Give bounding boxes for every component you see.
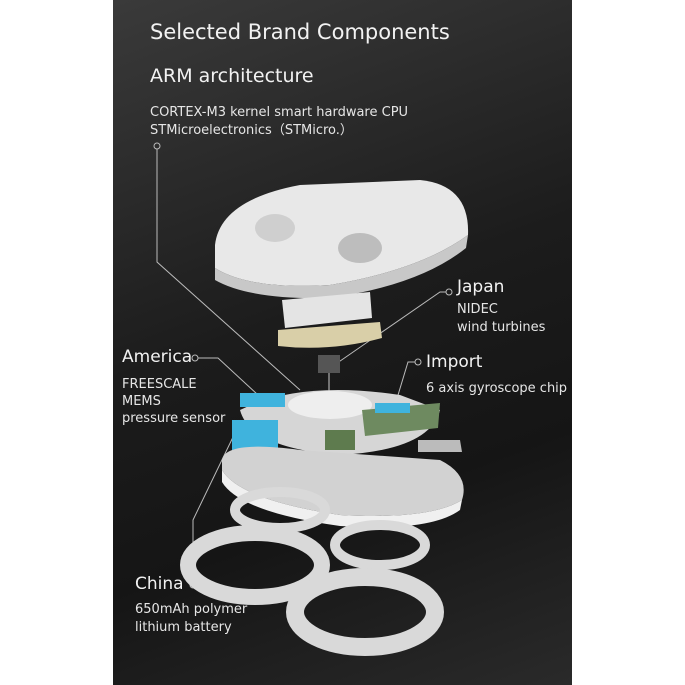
top-shell <box>215 180 469 299</box>
import-heading: Import <box>426 352 483 372</box>
middle-assembly <box>232 390 462 455</box>
japan-line1: NIDEC <box>457 302 498 317</box>
gyroscope-chip <box>375 403 410 413</box>
china-heading: China <box>135 574 184 594</box>
page-title: Selected Brand Components <box>150 20 450 44</box>
arm-heading: ARM architecture <box>150 65 314 87</box>
bottom-shell <box>222 446 464 528</box>
import-line1: 6 axis gyroscope chip <box>426 381 568 396</box>
callout-dot-import <box>414 358 422 366</box>
pressure-sensor-chip <box>240 393 285 407</box>
america-line2: MEMS <box>122 394 161 409</box>
arm-line2: STMicroelectronics（STMicro.） <box>150 123 353 138</box>
callout-line-arm <box>156 149 301 391</box>
callout-line-japan <box>329 291 446 369</box>
america-line1: FREESCALE <box>122 377 197 392</box>
japan-heading: Japan <box>457 277 505 297</box>
callout-dot-america <box>191 354 199 362</box>
callout-line-import <box>394 361 415 406</box>
motor-housing <box>278 292 382 392</box>
arm-line1: CORTEX-M3 kernel smart hardware CPU <box>150 105 409 120</box>
japan-line2: wind turbines <box>457 320 546 335</box>
america-heading: America <box>122 347 193 367</box>
fan-rings <box>180 487 444 656</box>
callout-line-america <box>198 357 259 396</box>
china-line2: lithium battery <box>135 620 232 635</box>
callout-dot-arm <box>153 142 161 150</box>
china-line1: 650mAh polymer <box>135 602 248 617</box>
callout-dot-japan <box>445 288 453 296</box>
america-line3: pressure sensor <box>122 411 226 426</box>
